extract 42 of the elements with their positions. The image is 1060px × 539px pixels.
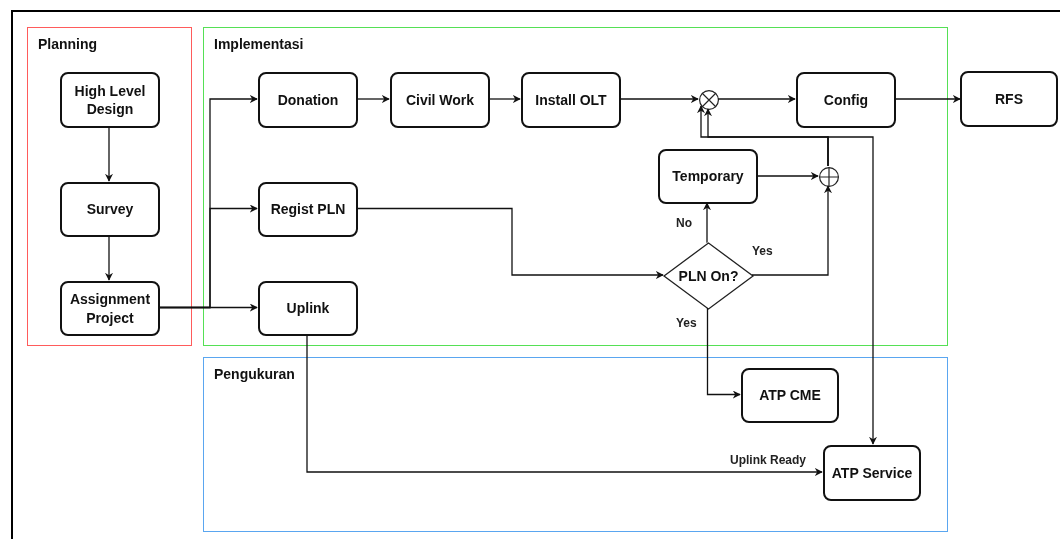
- arrow: [827, 136, 877, 445]
- edge-label: No: [674, 216, 694, 230]
- process-box: Temporary: [658, 149, 758, 204]
- process-box: ATP CME: [741, 368, 839, 423]
- group-frame: [203, 27, 948, 346]
- process-box: RFS: [960, 71, 1058, 127]
- decision-diamond: [664, 243, 753, 309]
- arrow: [717, 95, 796, 103]
- decision-text: PLN On?: [678, 268, 739, 284]
- edge-label: Yes: [674, 316, 699, 330]
- group-frame: [27, 27, 192, 346]
- process-box: High Level Design: [60, 72, 160, 128]
- process-box: ATP Service: [823, 445, 921, 501]
- arrow: [751, 185, 832, 276]
- process-box: Install OLT: [521, 72, 621, 128]
- arrow: [105, 126, 113, 182]
- arrow: [356, 95, 390, 103]
- process-box: Civil Work: [390, 72, 490, 128]
- arrow: [706, 307, 741, 399]
- arrow: [894, 95, 961, 103]
- edge-label: Uplink Ready: [728, 453, 809, 467]
- process-box: Config: [796, 72, 896, 128]
- process-box: Survey: [60, 182, 160, 237]
- process-box: Donation: [258, 72, 358, 128]
- arrow: [306, 334, 823, 476]
- arrow: [756, 172, 819, 180]
- arrow: [356, 207, 664, 279]
- process-box: Regist PLN: [258, 182, 358, 237]
- edge-label: Yes: [750, 244, 775, 258]
- group-frame: [203, 357, 948, 532]
- process-box: Assignment Project: [60, 281, 160, 336]
- arrow: [105, 235, 113, 281]
- arrow: [158, 303, 258, 312]
- group-title: Planning: [38, 36, 98, 52]
- arrow: [619, 95, 699, 103]
- arrow: [703, 202, 711, 243]
- arrow: [488, 95, 521, 103]
- sum-junction-circle: [819, 167, 839, 187]
- group-title: Implementasi: [214, 36, 304, 52]
- process-box: Uplink: [258, 281, 358, 336]
- multiply-junction-circle: [699, 90, 719, 110]
- group-title: Pengukuran: [214, 366, 295, 382]
